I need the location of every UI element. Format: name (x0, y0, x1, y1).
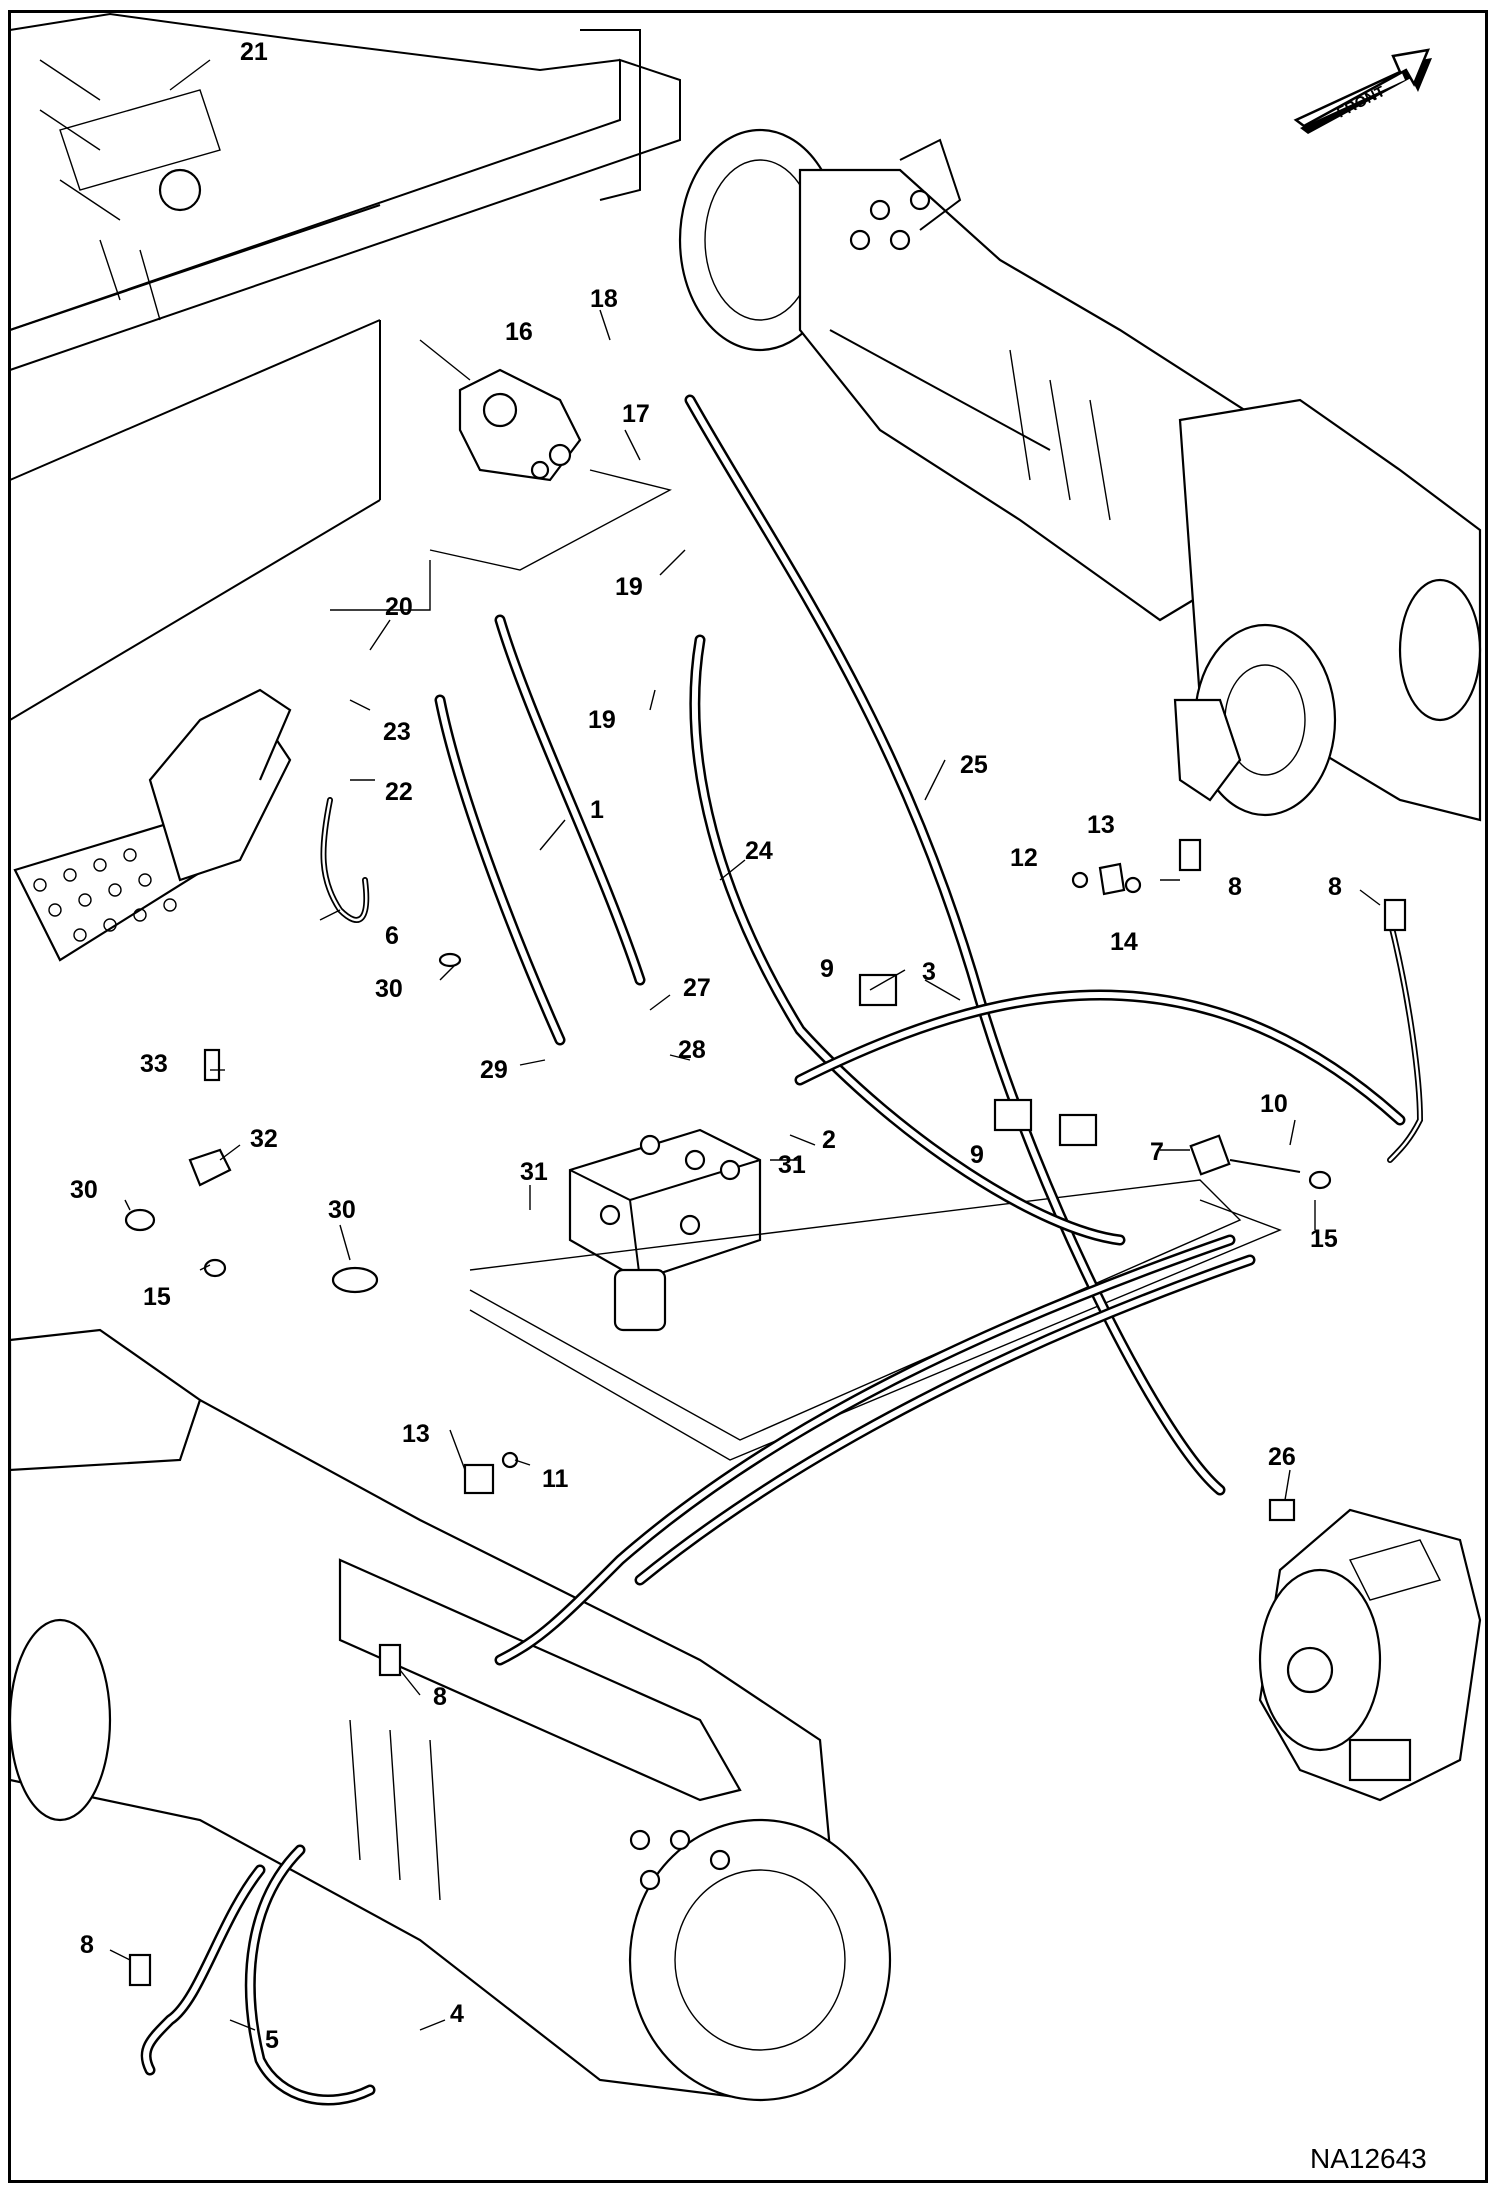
callout-3: 3 (922, 958, 936, 986)
callout-8-lower-left: 8 (80, 1931, 94, 1959)
callout-19-upper: 19 (615, 573, 643, 601)
callout-1: 1 (590, 796, 604, 824)
callout-26: 26 (1268, 1443, 1296, 1471)
callout-30-upper: 30 (375, 975, 403, 1003)
chassis-frame (9, 12, 681, 721)
callout-15-left: 15 (143, 1283, 171, 1311)
callout-13-upper: 13 (1087, 811, 1115, 839)
callout-10: 10 (1260, 1090, 1288, 1118)
leader-lines (109, 59, 1381, 2031)
callout-33: 33 (140, 1050, 168, 1078)
callout-22: 22 (385, 778, 413, 806)
callout-20: 20 (385, 593, 413, 621)
callout-6: 6 (385, 922, 399, 950)
hydrostatic-pump (1258, 1508, 1482, 1802)
callout-29: 29 (480, 1056, 508, 1084)
callout-31-left: 31 (520, 1158, 548, 1186)
callout-8-upper-left: 8 (1228, 873, 1242, 901)
callout-2: 2 (822, 1126, 836, 1154)
callout-labels: 21 18 16 17 19 20 23 22 19 25 6 1 24 13 … (70, 38, 1342, 2054)
callout-27: 27 (683, 974, 711, 1002)
brake-pedal-assembly (13, 688, 292, 962)
callout-30-center: 30 (328, 1196, 356, 1224)
callout-13-lower: 13 (402, 1420, 430, 1448)
rear-axle-assembly (678, 128, 1482, 822)
callout-11: 11 (542, 1465, 569, 1493)
reference-leader-boxes (330, 469, 1282, 1461)
callout-18: 18 (590, 285, 618, 313)
callout-21: 21 (240, 38, 268, 66)
hydraulic-hoses (140, 394, 1424, 2106)
callout-9-lower: 9 (970, 1141, 984, 1169)
front-axle-assembly (8, 1328, 892, 2102)
callout-15-right: 15 (1310, 1225, 1338, 1253)
callout-32: 32 (250, 1125, 278, 1153)
callout-4: 4 (450, 2000, 464, 2028)
callout-25: 25 (960, 751, 988, 779)
callout-5: 5 (265, 2026, 279, 2054)
callout-23: 23 (383, 718, 411, 746)
front-direction-arrow: FRONT (1293, 48, 1432, 134)
brake-valve-block (568, 1128, 762, 1332)
callout-12: 12 (1010, 844, 1038, 872)
callout-16: 16 (505, 318, 533, 346)
callout-9-upper: 9 (820, 955, 834, 983)
figure-id-label: NA12643 (1310, 2143, 1427, 2174)
callout-24: 24 (745, 837, 773, 865)
callout-8-lower-center: 8 (433, 1683, 447, 1711)
hardware-parts (124, 698, 1407, 1987)
callout-17: 17 (622, 400, 650, 428)
callout-31-right: 31 (778, 1151, 806, 1179)
master-cylinder (419, 339, 582, 482)
callout-28: 28 (678, 1036, 706, 1064)
callout-14: 14 (1110, 928, 1138, 956)
callout-19-lower: 19 (588, 706, 616, 734)
callout-30-left: 30 (70, 1176, 98, 1204)
callout-8-upper-right: 8 (1328, 873, 1342, 901)
diagram-border (8, 10, 1488, 2183)
callout-7: 7 (1150, 1138, 1164, 1166)
